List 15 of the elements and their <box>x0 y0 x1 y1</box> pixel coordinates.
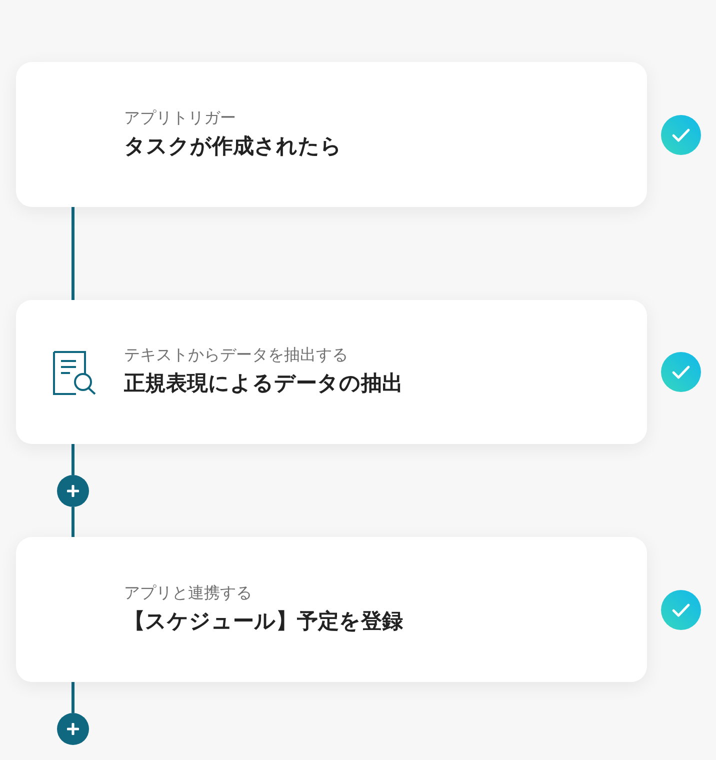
add-step-button <box>57 713 89 745</box>
step-title: 正規表現によるデータの抽出 <box>124 371 404 397</box>
step-card <box>16 300 647 444</box>
connector-line <box>72 444 74 475</box>
step-card <box>16 537 647 682</box>
step-category: テキストからデータを抽出する <box>124 346 349 366</box>
connector-line <box>72 207 74 300</box>
step-card <box>16 62 647 207</box>
step-title: タスクが作成されたら <box>124 134 343 160</box>
connector-line <box>72 682 74 713</box>
connector-line <box>72 507 74 537</box>
step-category: アプリと連携する <box>124 584 253 604</box>
step-title: 【スケジュール】予定を登録 <box>124 608 404 634</box>
step-category: アプリトリガー <box>124 108 237 128</box>
add-step-button <box>57 475 89 507</box>
